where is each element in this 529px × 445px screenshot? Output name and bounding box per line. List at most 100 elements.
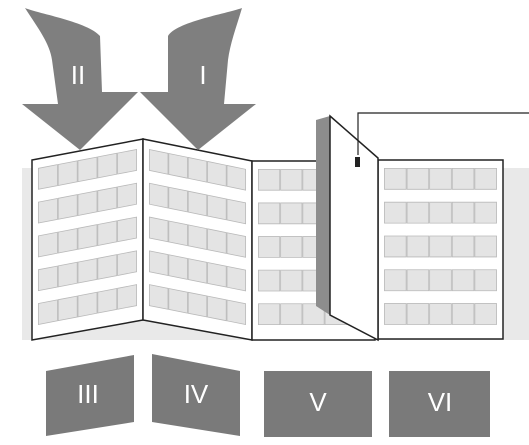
panel-cells (37, 148, 497, 326)
panel-4-cell (429, 303, 452, 325)
label-iv-box (152, 354, 240, 436)
panel-1-cell (57, 194, 78, 220)
label-v-box (264, 371, 372, 437)
panel-2-cell (226, 232, 247, 258)
panel-1-cell (37, 299, 58, 325)
panel-3-cell (258, 269, 281, 292)
panel-2-cell (187, 224, 208, 251)
panel-2-cell (148, 182, 169, 209)
panel-2-cell (187, 258, 208, 284)
folding-flap (329, 114, 379, 342)
panel-2-cell (187, 291, 208, 318)
panel-2-cell (168, 254, 188, 280)
panel-1-cell (97, 186, 118, 213)
label-iii-text: III (77, 379, 99, 409)
label-v-text: V (309, 387, 327, 417)
panel-4-cell (474, 167, 497, 190)
panel-3-cell (258, 236, 281, 258)
panel-3-cell (280, 236, 303, 258)
panel-1-cell (117, 182, 138, 209)
panel-4-cell (429, 235, 452, 258)
panel-2-cell (207, 228, 227, 254)
panel-1-cell (97, 287, 118, 314)
label-vi-box (389, 371, 490, 437)
panel-4-cell (406, 235, 430, 258)
panel-4-cell (474, 235, 497, 258)
panel-2-cell (226, 299, 247, 326)
panel-4-cell (451, 235, 475, 258)
panel-1-cell (37, 164, 58, 190)
panel-1-cell (77, 190, 98, 216)
panel-1-cell (57, 160, 78, 186)
panel-2-cell (168, 152, 188, 179)
panel-1-cell (117, 284, 138, 310)
panel-1-cell (57, 227, 78, 254)
arrow-ii-label: II (71, 60, 85, 90)
panel-1-cell (77, 156, 98, 183)
panel-3-cell (280, 269, 303, 292)
flap-marker (355, 157, 360, 167)
panel-1-cell (37, 231, 58, 258)
panel-4-cell (406, 303, 430, 325)
panel-1-cell (117, 148, 138, 175)
label-iv: IV (152, 354, 240, 436)
panel-2-cell (168, 288, 188, 314)
panel-4-cell (474, 201, 497, 224)
panel-4-cell (384, 269, 407, 292)
panel-2-cell (226, 198, 247, 225)
panel-1-cell (97, 152, 118, 179)
panel-1-cell (37, 265, 58, 292)
panel-1-cell (97, 254, 118, 280)
panel-2-cell (226, 164, 247, 191)
panel-2-cell (148, 216, 169, 243)
panel-4-cell (384, 235, 407, 258)
panel-4-cell (474, 303, 497, 325)
panel-1-cell (57, 261, 78, 288)
label-vi-text: VI (428, 387, 453, 417)
panel-4-cell (429, 167, 452, 190)
panel-2-cell (226, 265, 247, 292)
panel-4-cell (474, 269, 497, 292)
panel-1-cell (77, 257, 98, 284)
panel-4-cell (384, 167, 407, 190)
panel-4-cell (451, 201, 475, 224)
panel-2-cell (168, 220, 188, 247)
panel-4-cell (429, 269, 452, 292)
panel-4-cell (451, 303, 475, 325)
panel-2-cell (207, 295, 227, 322)
panel-3-cell (280, 168, 303, 191)
panel-4-cell (451, 167, 475, 190)
panel-4-cell (384, 201, 407, 224)
panel-3-cell (280, 303, 303, 325)
panel-1-cell (97, 220, 118, 246)
panel-2-cell (207, 194, 227, 221)
panel-1-cell (77, 291, 98, 318)
label-iii: III (46, 355, 134, 436)
label-vi: VI (389, 371, 490, 437)
label-iv-text: IV (184, 379, 209, 409)
panel-4-cell (406, 201, 430, 224)
arrow-ii-shape (22, 8, 138, 150)
panel-2-cell (207, 261, 227, 288)
arrow-ii: II (22, 8, 138, 150)
panel-2-cell (207, 160, 227, 187)
panel-2-cell (187, 156, 208, 183)
panel-4-cell (451, 269, 475, 292)
panel-3-cell (280, 202, 303, 225)
panel-2-cell (148, 148, 169, 175)
panel-1-cell (77, 224, 98, 250)
panel-3-cell (258, 202, 281, 225)
panel-4-cell (429, 201, 452, 224)
panel-4-cell (406, 167, 430, 190)
panel-2-cell (148, 284, 169, 310)
panel-1-cell (37, 197, 58, 224)
leader-line (357, 112, 529, 155)
panel-1-cell (57, 295, 78, 322)
panel-1-cell (117, 216, 138, 243)
panel-3-cell (258, 168, 281, 191)
panel-2-cell (148, 250, 169, 276)
arrow-i: I (140, 8, 256, 150)
panel-2-cell (187, 190, 208, 217)
